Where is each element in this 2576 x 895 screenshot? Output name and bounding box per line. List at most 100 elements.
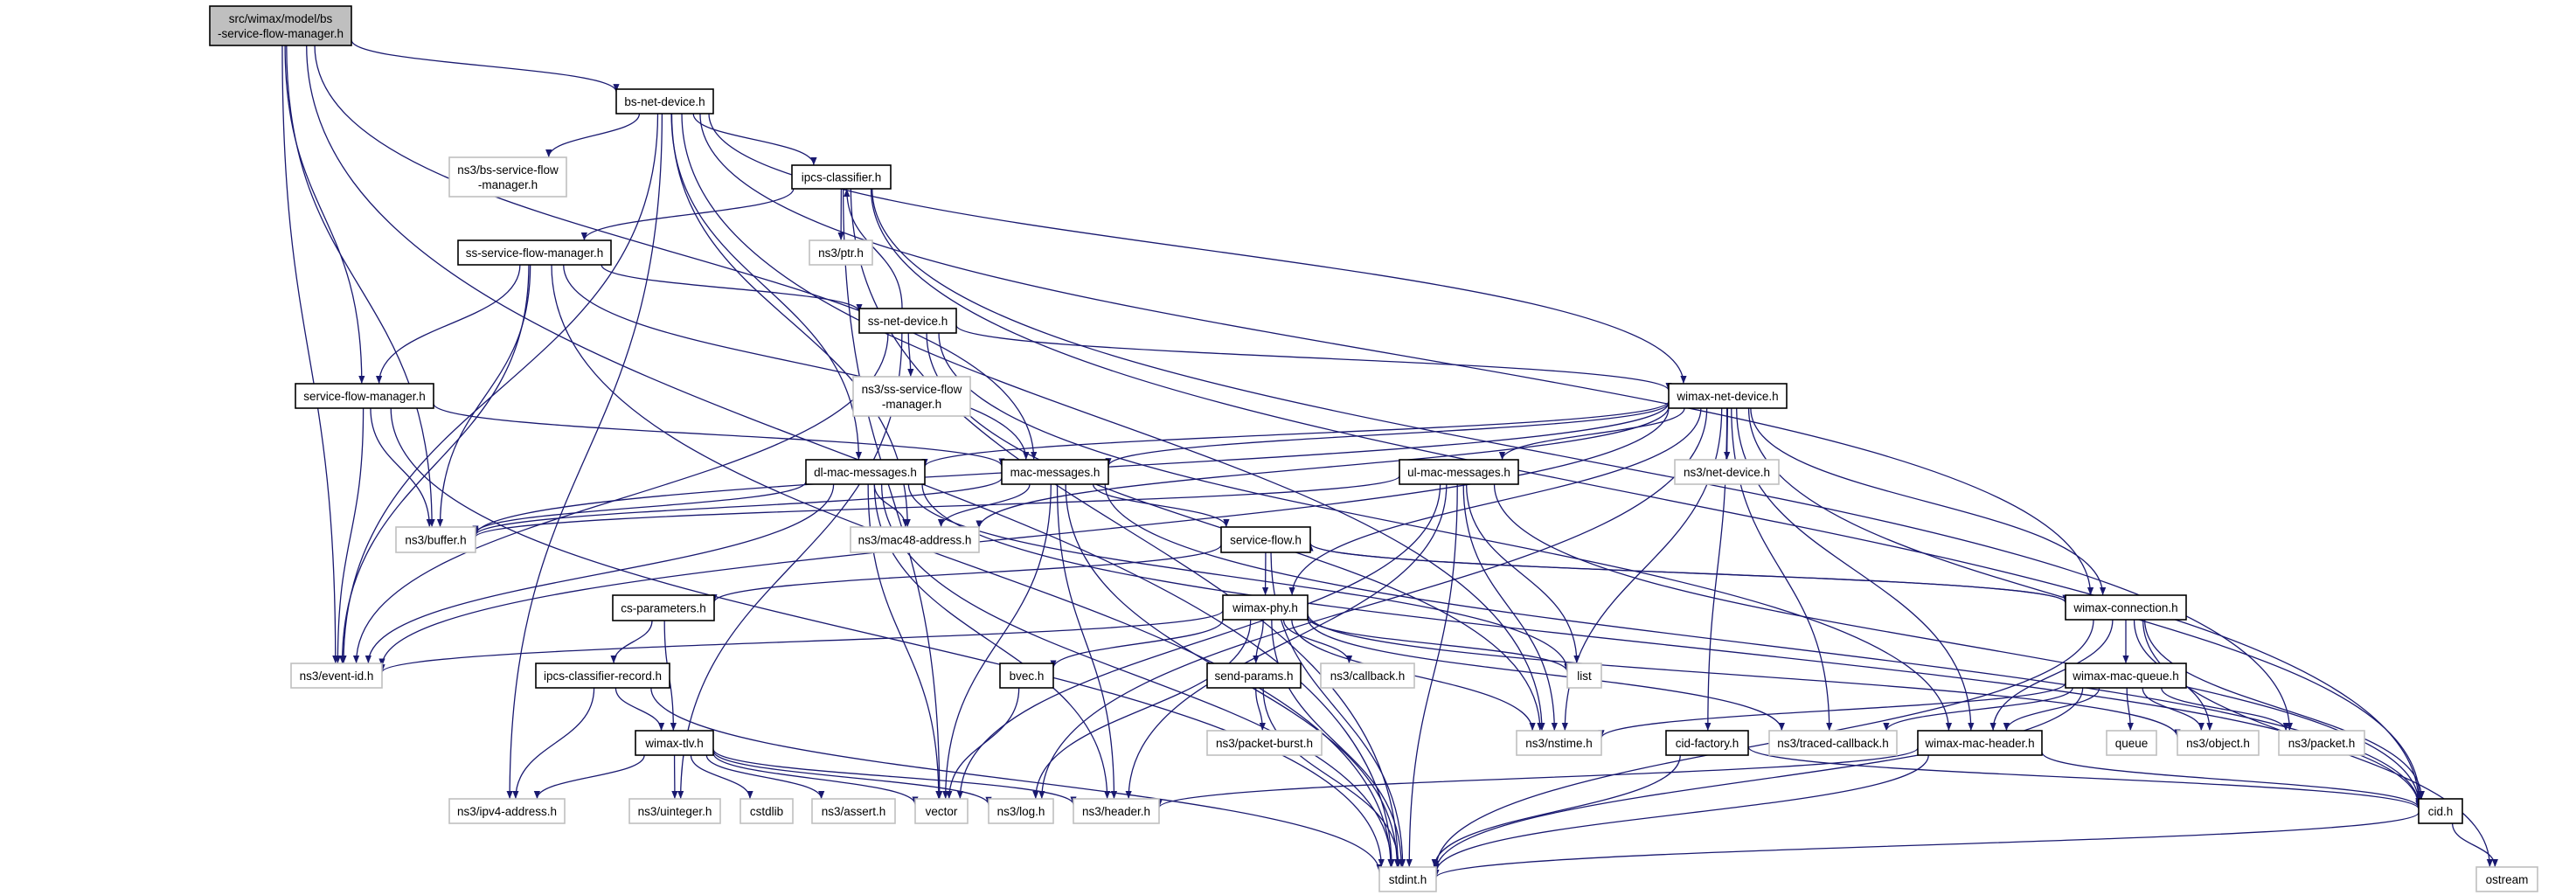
node-callback[interactable]: ns3/callback.h [1320,663,1415,689]
node-wimax-mac-queue[interactable]: wimax-mac-queue.h [2065,663,2187,689]
node-label: ns3/traced-callback.h [1777,737,1889,750]
node-ipv4[interactable]: ns3/ipv4-address.h [448,798,566,824]
edge-wimax-net-device-to-event-id [378,407,1670,667]
node-wimax-mac-header[interactable]: wimax-mac-header.h [1917,730,2043,756]
node-box [1665,730,1749,756]
node-box [1378,866,1437,892]
node-label: ns3/log.h [997,805,1045,818]
edge-ipcs-classifier-to-cid [870,188,2422,803]
node-bs-net-device[interactable]: bs-net-device.h [615,88,714,114]
edge-ipcs-record-to-stdint [650,687,1383,872]
node-label: wimax-tlv.h [644,737,704,750]
node-box [2065,594,2187,621]
edge-bs-net-device-to-nstime [681,113,1545,732]
node-box [612,594,715,621]
node-ostream[interactable]: ostream [2475,866,2538,892]
edge-ipcs-record-to-ipv4 [512,687,595,800]
node-buffer[interactable]: ns3/buffer.h [395,526,476,553]
node-box [739,798,794,824]
node-box [2106,730,2157,756]
node-wimax-net-device[interactable]: wimax-net-device.h [1668,383,1788,409]
node-mac-messages[interactable]: mac-messages.h [1001,459,1109,485]
node-box [290,663,383,689]
edge-ipcs-classifier-to-ss-sfm [580,188,795,241]
node-vector[interactable]: vector [914,798,969,824]
node-ns3-bs-sfm[interactable]: ns3/bs-service-flow-manager.h [448,156,567,198]
node-label: cs-parameters.h [621,602,706,615]
node-ipcs-classifier[interactable]: ipcs-classifier.h [791,164,892,190]
node-net-device[interactable]: ns3/net-device.h [1674,459,1780,485]
node-sfm[interactable]: service-flow-manager.h [295,383,434,409]
edge-wimax-net-device-to-log [1038,407,1708,800]
node-cs-parameters[interactable]: cs-parameters.h [612,594,715,621]
node-label: bvec.h [1010,670,1045,683]
node-ss-sfm[interactable]: ss-service-flow-manager.h [457,239,612,266]
node-box [809,239,873,266]
node-label: ss-service-flow-manager.h [466,246,604,260]
node-stdint[interactable]: stdint.h [1378,866,1437,892]
node-wimax-connection[interactable]: wimax-connection.h [2065,594,2187,621]
node-ul-mac[interactable]: ul-mac-messages.h [1399,459,1519,485]
node-ns3-ss-sfm[interactable]: ns3/ss-service-flow-manager.h [852,376,971,417]
edge-ul-mac-to-nstime [1462,483,1558,732]
node-header[interactable]: ns3/header.h [1073,798,1160,824]
edge-cid-to-stdint [1433,812,2420,878]
node-label: src/wimax/model/bs [229,12,333,25]
edge-dl-mac-to-mac48 [873,483,909,528]
node-packet[interactable]: ns3/packet.h [2278,730,2365,756]
node-traced-callback[interactable]: ns3/traced-callback.h [1768,730,1898,756]
node-queue[interactable]: queue [2106,730,2157,756]
node-label: wimax-connection.h [2073,601,2177,614]
node-mac48[interactable]: ns3/mac48-address.h [850,526,980,553]
node-dl-mac[interactable]: dl-mac-messages.h [805,459,926,485]
edge-ul-mac-to-buffer [472,475,1400,538]
edge-wimax-tlv-to-log [712,750,992,805]
node-service-flow[interactable]: service-flow.h [1220,526,1311,553]
edge-wimax-net-device-to-wimax-mac-header [1736,407,1975,732]
node-box [791,164,892,190]
edge-wimax-net-device-to-ul-mac [1498,407,1685,461]
node-box [2065,663,2187,689]
node-label: wimax-mac-queue.h [2072,670,2179,683]
edge-src-to-bs-net-device [351,39,620,93]
edge-cid-factory-to-stdint [1431,754,1681,868]
edge-wimax-mac-queue-to-queue [2126,687,2134,732]
node-label: wimax-mac-header.h [1924,737,2034,750]
edge-wimax-net-device-to-wimax-connection [1750,407,2107,596]
node-label: ipcs-classifier-record.h [544,670,662,683]
node-box [1001,459,1109,485]
edge-dl-mac-to-cid [921,483,2422,807]
node-event-id[interactable]: ns3/event-id.h [290,663,383,689]
node-wimax-phy[interactable]: wimax-phy.h [1222,594,1309,621]
node-uinteger[interactable]: ns3/uinteger.h [628,798,721,824]
node-wimax-tlv[interactable]: wimax-tlv.h [635,730,714,756]
edge-ul-mac-to-list [1465,483,1580,664]
node-box [209,5,352,46]
edge-sfm-to-stdint [390,407,1385,868]
node-assert[interactable]: ns3/assert.h [811,798,896,824]
node-cid-factory[interactable]: cid-factory.h [1665,730,1749,756]
node-object[interactable]: ns3/object.h [2177,730,2260,756]
node-list[interactable]: list [1566,663,1602,689]
node-src[interactable]: src/wimax/model/bs-service-flow-manager.… [209,5,352,46]
edge-wimax-connection-to-wimax-mac-header [1989,619,2114,732]
node-cstdlib[interactable]: cstdlib [739,798,794,824]
node-box [1399,459,1519,485]
node-box [1768,730,1898,756]
node-bvec[interactable]: bvec.h [999,663,1054,689]
node-log[interactable]: ns3/log.h [988,798,1054,824]
edge-wimax-phy-to-callback [1282,619,1353,664]
edge-wimax-net-device-to-cid-factory [1705,407,1728,732]
node-ss-net-device[interactable]: ss-net-device.h [858,308,957,334]
node-ptr[interactable]: ns3/ptr.h [809,239,873,266]
node-packet-burst[interactable]: ns3/packet-burst.h [1206,730,1323,756]
edge-ss-net-device-to-ipcs-classifier [844,188,903,309]
edges-layer [281,39,2498,878]
node-box [535,663,670,689]
node-cid[interactable]: cid.h [2418,798,2463,824]
node-send-params[interactable]: send-params.h [1206,663,1302,689]
node-nstime[interactable]: ns3/nstime.h [1516,730,1602,756]
node-ipcs-record[interactable]: ipcs-classifier-record.h [535,663,670,689]
edge-wimax-mac-header-to-stdint [1433,754,1929,873]
